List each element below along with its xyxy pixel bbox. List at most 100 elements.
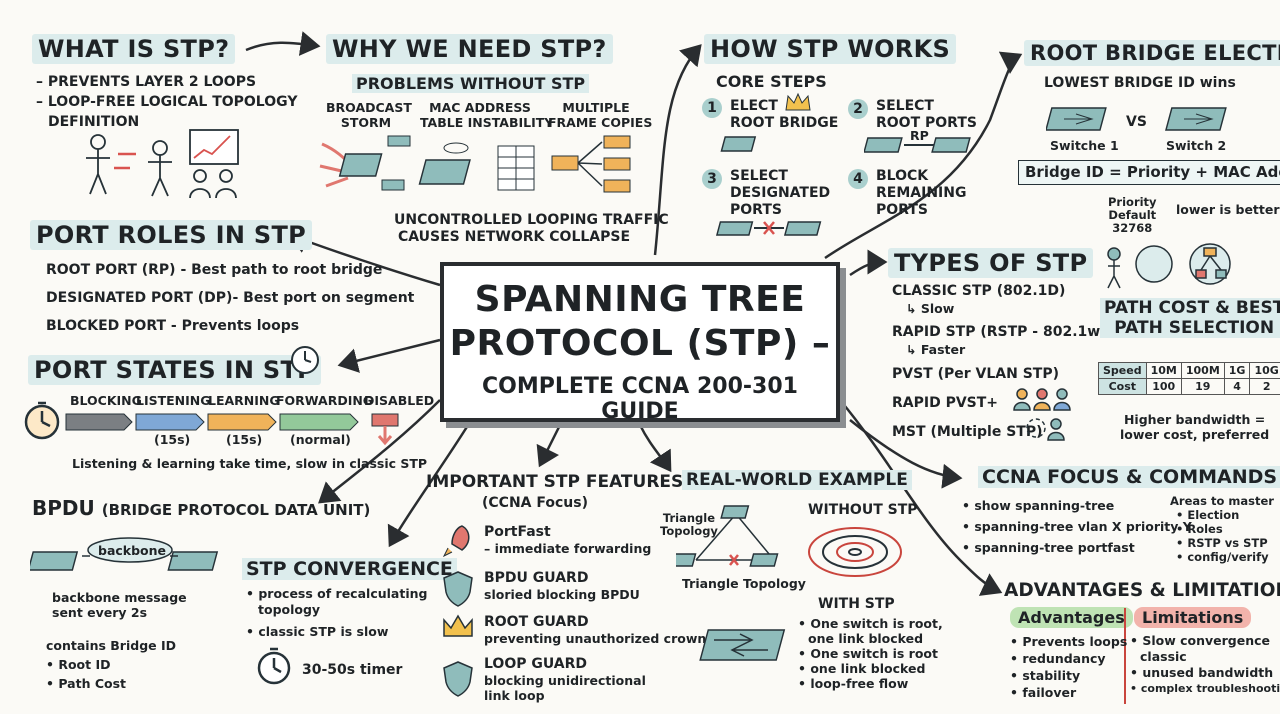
cost-row: Cost 100 19 4 2 [1098,378,1280,395]
switch-icon [720,136,757,152]
bpdu-item-root-id: • Root ID [46,657,111,672]
triangle-caption: Triangle Topology [682,576,806,591]
example-title: REAL-WORLD EXAMPLE [682,470,912,490]
limitations-list: • Slow convergence classic • unused band… [1130,633,1280,697]
network-storm-icon [808,527,902,577]
convergence-timer-icon [257,647,291,685]
feature-name: LOOP GUARD [484,656,588,672]
type-rapid-pvst: RAPID PVST+ [892,395,999,411]
convergence-item-1: • process of recalculating [246,586,428,601]
state-disabled-label: DISABLED [364,393,435,408]
command-2: • spanning-tree vlan X priority Y [962,519,1192,534]
forwarding-timer: (normal) [290,432,351,447]
path-cost-title-line1: PATH COST & BEST [1104,298,1280,318]
without-stp-label: WITHOUT STP [808,502,918,518]
ccna-commands: • show spanning-tree • spanning-tree vla… [962,498,1192,555]
area-text: Roles [1187,522,1223,536]
type-rapid: RAPID STP (RSTP - 802.1w) [892,324,1107,340]
port-states-arrows [65,413,399,446]
bpdu-item-2: Path Cost [58,676,127,691]
path-cost-note-line1: Higher bandwidth = [1123,412,1266,427]
type-pvst: PVST (Per VLAN STP) [892,366,1060,382]
step-number: 2 [848,99,868,119]
timer-icon [24,401,60,440]
advantage-3: • stability [1010,668,1081,683]
with-item-1: • One switch is root, [798,616,943,631]
limitation-text: unused bandwidth [1142,665,1274,680]
area-text: RSTP vs STP [1187,536,1268,550]
bpdu-title-main: BPDU [32,496,95,520]
feature-desc: sloried blocking BPDU [484,587,640,602]
bpdu-title-rest: (BRIDGE PROTOCOL DATA UNIT) [101,501,371,519]
crown-icon [785,92,811,111]
feature-desc-line1: blocking unidirectional [484,673,646,688]
command-3: • spanning-tree portfast [962,540,1135,555]
how-stp-works-title: HOW STP WORKS [704,34,957,64]
port-role-blocked: BLOCKED PORT - Prevents loops [46,318,300,334]
port-roles-title: PORT ROLES IN STP [30,220,313,250]
port-role-root: ROOT PORT (RP) - Best path to root bridg… [46,262,383,278]
feature-bpdu-guard: BPDU GUARD sloried blocking BPDU [484,570,640,602]
step4-line1: BLOCK [876,168,929,184]
advantage-1: • Prevents loops [1010,634,1128,649]
switch2-label: Switch 2 [1166,138,1227,153]
core-steps-title: CORE STEPS [716,72,827,91]
port-states-title: PORT STATES IN STP [28,355,322,385]
advantage-text: failover [1022,685,1077,700]
designated-ports-illustration [716,221,822,236]
limitation-1b: classic [1140,649,1187,664]
path-selection-illustration [1107,243,1231,289]
step-number: 4 [848,169,868,189]
bpdu-contains: contains Bridge ID [46,638,177,653]
ccna-title: CCNA FOCUS & COMMANDS [978,466,1280,488]
problem1-line2: STORM [340,115,392,130]
convergence-title: STP CONVERGENCE [242,558,457,580]
feature-name: PortFast [484,524,551,540]
command-1: • show spanning-tree [962,498,1115,513]
why-need-stp-title: WHY WE NEED STP? [326,34,613,64]
speed-cell: 1G [1223,362,1251,379]
problems-illustration [319,135,631,193]
main-title-line1: SPANNING TREE [474,279,806,320]
users-icon [1013,388,1071,441]
problem3-line1: MULTIPLE [562,100,630,115]
step2-line2: ROOT PORTS [876,115,977,131]
advantage-2: • redundancy [1010,651,1106,666]
features-title: IMPORTANT STP FEATURES [426,472,684,492]
cost-cell: 100 [1145,378,1182,395]
divider [1124,608,1126,704]
switch-large-icon [699,629,786,661]
bpdu-title: BPDU (BRIDGE PROTOCOL DATA UNIT) [32,496,370,520]
with-item-4: • loop-free flow [798,676,909,691]
problem1-line1: BROADCAST [326,100,412,115]
speed-cell: 100M [1180,362,1225,379]
with-item-text: One switch is root, [810,616,943,631]
feature-name: ROOT GUARD [484,614,589,630]
area-text: config/verify [1187,550,1269,564]
advantage-text: redundancy [1022,651,1106,666]
advantage-text: Prevents loops [1022,634,1128,649]
cost-header: Cost [1098,378,1147,395]
speed-cell: 10M [1145,362,1182,379]
area-2: • Roles [1176,522,1223,536]
vs-label: VS [1126,114,1147,130]
mac-note: lower is better [1176,202,1280,217]
command-text: spanning-tree vlan X priority Y [974,519,1192,534]
step3-line3: PORTS [730,202,782,218]
step4-line2: REMAINING [876,185,967,201]
feature-name: BPDU GUARD [484,570,589,586]
step-number: 3 [702,169,722,189]
command-text: show spanning-tree [974,498,1115,513]
result-line1: UNCONTROLLED LOOPING TRAFFIC [394,212,669,228]
feature-root-guard: ROOT GUARD preventing unauthorized crown [484,614,706,646]
feature-desc-line2: link loop [484,688,545,703]
command-text: spanning-tree portfast [974,540,1135,555]
step3-line1: SELECT [730,168,788,184]
